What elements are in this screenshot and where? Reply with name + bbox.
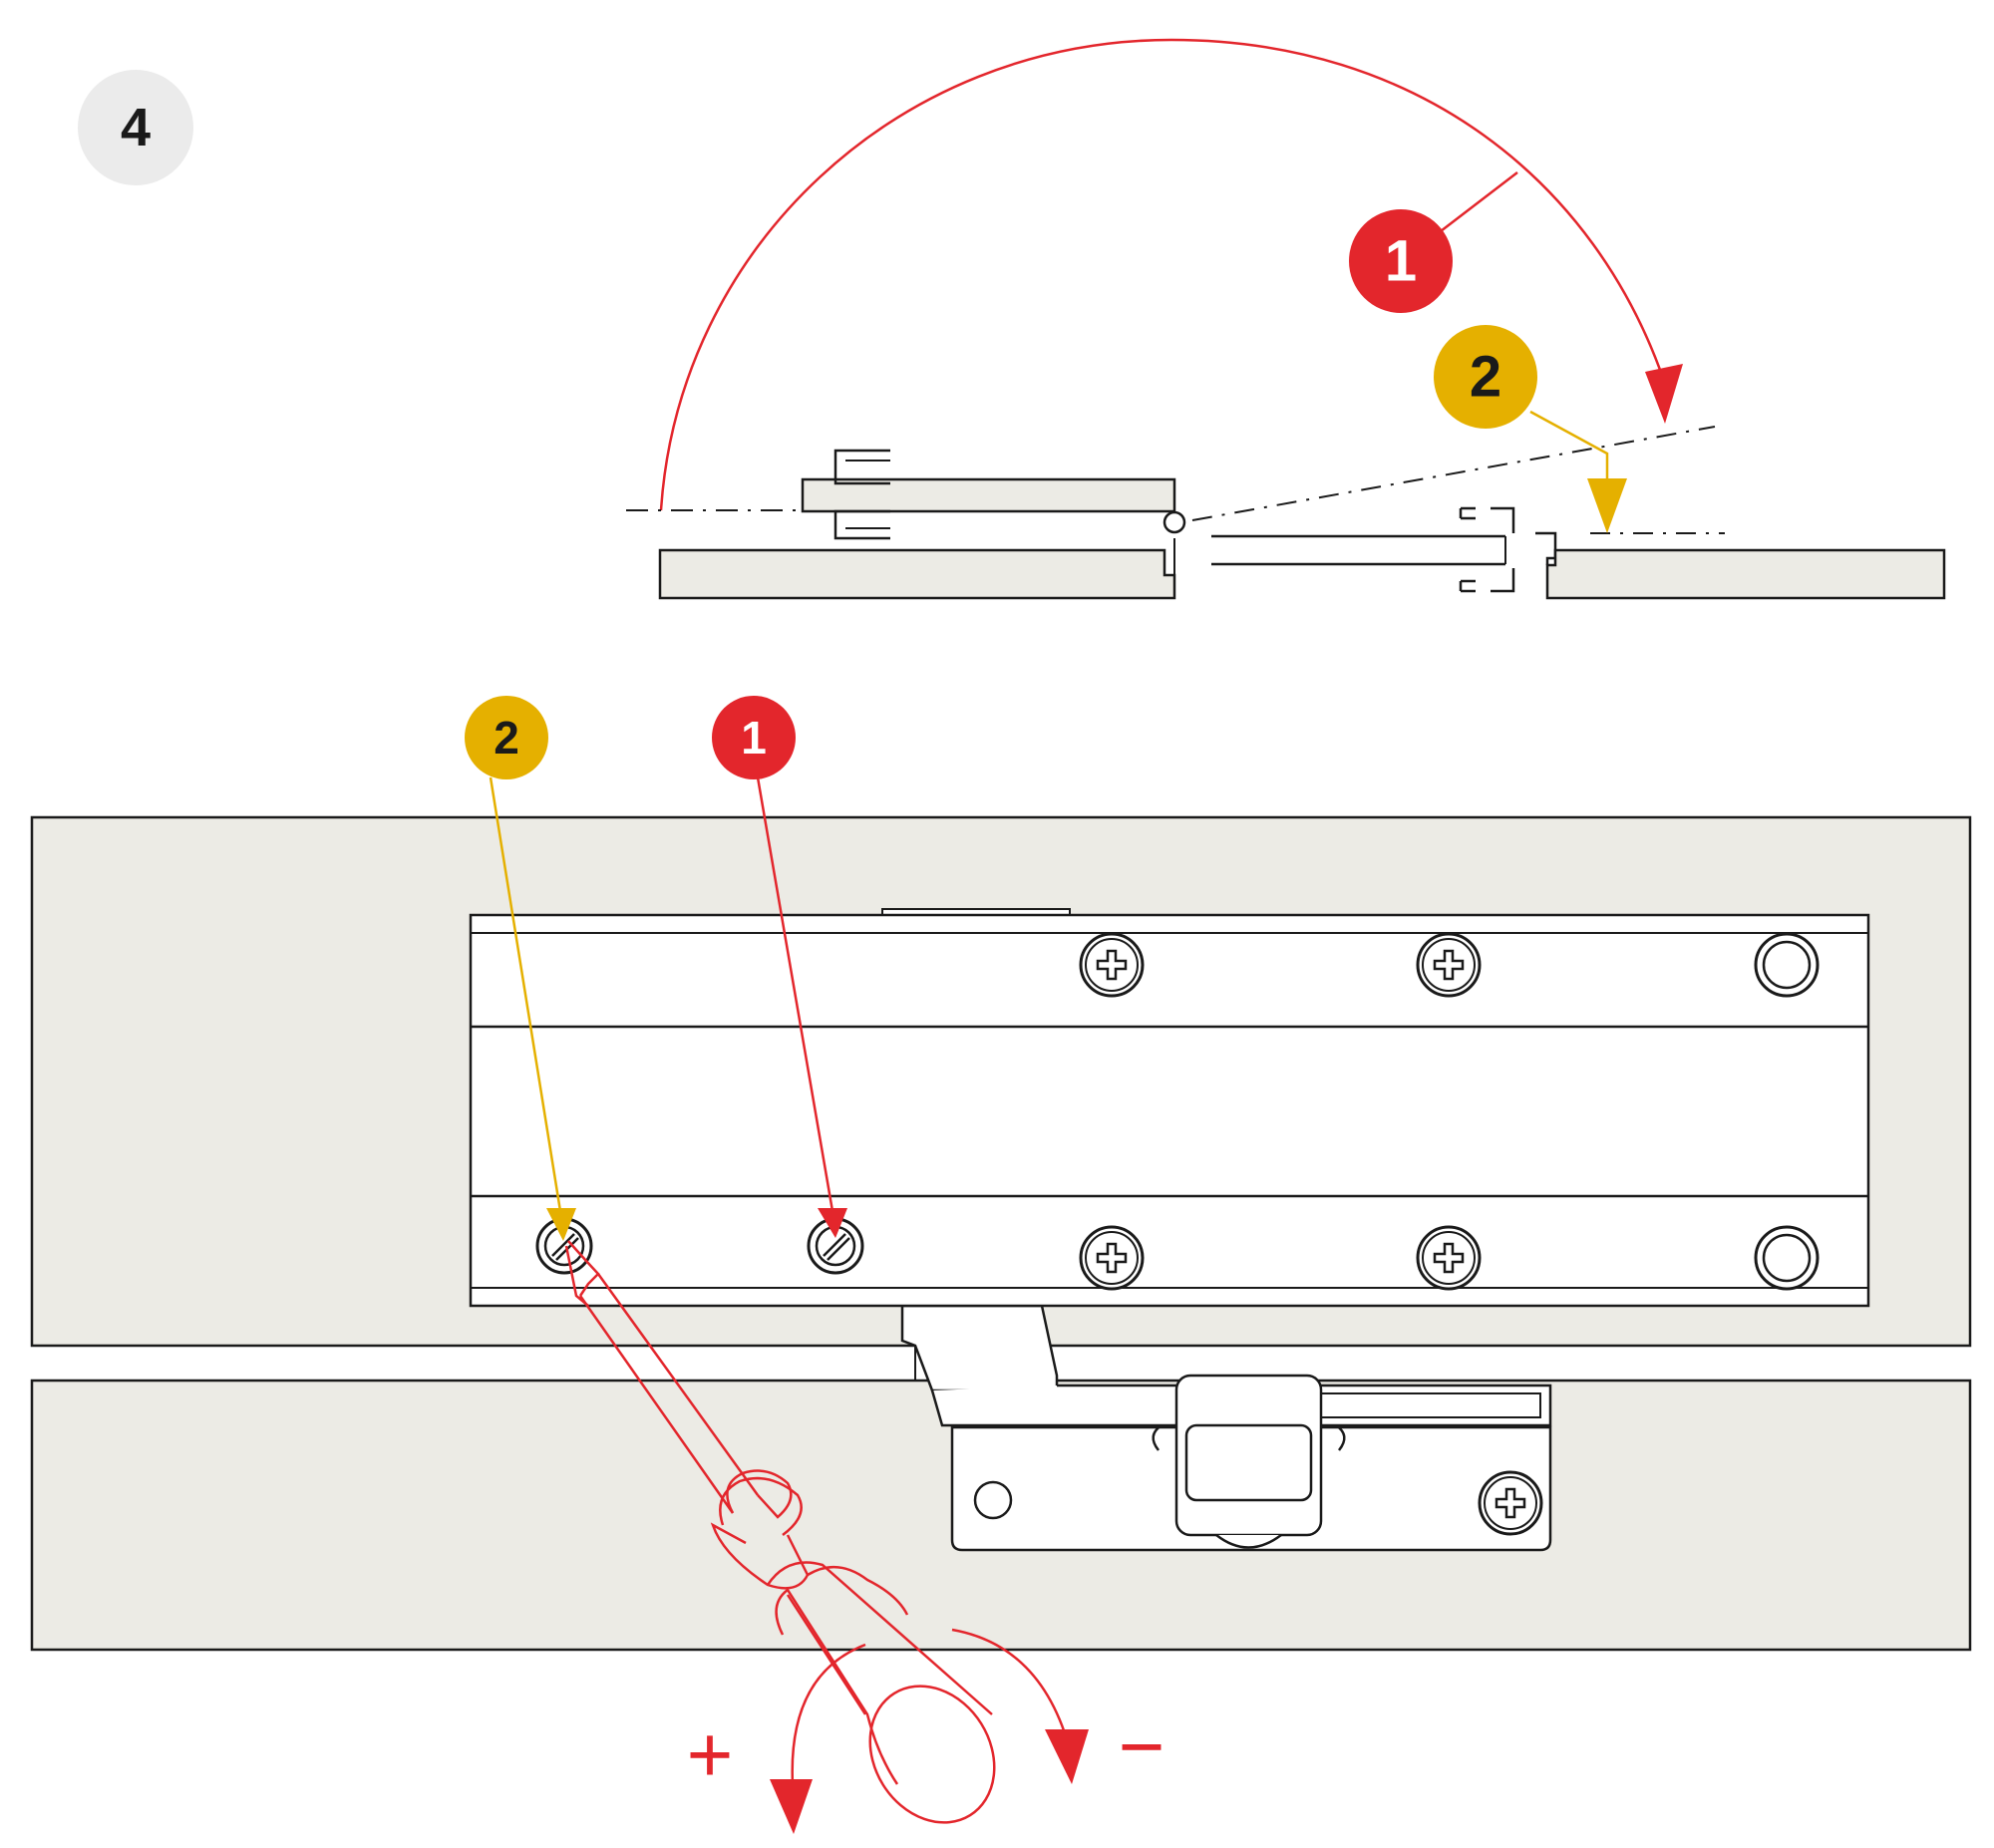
front-view: 2 1 xyxy=(30,696,1972,1834)
phillips-screw-icon xyxy=(1079,1225,1145,1291)
swing-arrowhead xyxy=(1645,364,1683,424)
callout-1-bottom: 1 xyxy=(712,696,796,779)
valve-2-arrowhead xyxy=(546,1208,576,1241)
door-swing-arc xyxy=(659,38,1667,511)
phillips-screw-icon xyxy=(1416,1225,1482,1291)
fixed-frame-right xyxy=(1545,548,1946,600)
closer-arm xyxy=(900,1304,1552,1552)
open-leaf xyxy=(801,477,1176,513)
phillips-screw-icon xyxy=(1079,932,1145,998)
decrease-symbol: − xyxy=(1119,1702,1165,1791)
cross-section-diagram: 1 2 xyxy=(626,38,1946,600)
closed-position-arrowhead xyxy=(1587,478,1627,533)
svg-text:1: 1 xyxy=(741,712,767,764)
increase-symbol: + xyxy=(687,1710,734,1799)
callout-2-bottom: 2 xyxy=(465,696,548,779)
valve-1-arrowhead xyxy=(818,1208,847,1238)
rotate-plus-arrowhead xyxy=(770,1779,813,1834)
step-badge: 4 xyxy=(78,70,193,185)
fixed-frame-left xyxy=(658,548,1176,600)
callout-2-top: 2 xyxy=(1434,325,1537,429)
svg-text:2: 2 xyxy=(1470,345,1501,410)
rotate-minus-arrowhead xyxy=(1045,1729,1089,1784)
screwdriver-icon xyxy=(564,1240,996,1824)
rotation-arrow-icon xyxy=(791,1628,1069,1785)
door-closer-body xyxy=(469,908,1870,1308)
svg-text:2: 2 xyxy=(494,712,519,764)
svg-text:1: 1 xyxy=(1385,229,1417,294)
callout-1-top: 1 xyxy=(1349,209,1453,313)
phillips-screw-icon xyxy=(1416,932,1482,998)
step-number: 4 xyxy=(121,98,151,157)
